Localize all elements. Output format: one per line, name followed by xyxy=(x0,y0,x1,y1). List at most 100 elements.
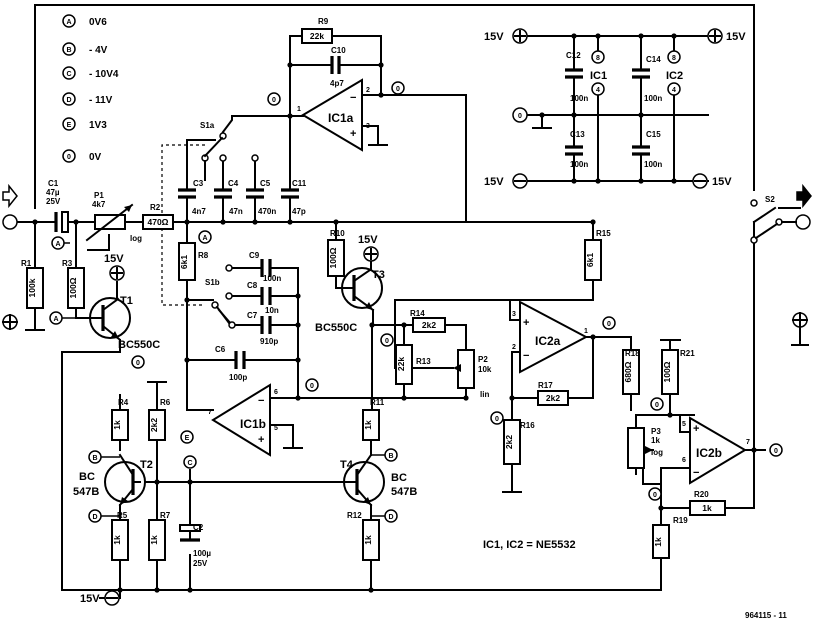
node-c: C xyxy=(183,455,197,469)
node-label: 0 xyxy=(385,338,389,345)
transistor-type: BC550C xyxy=(315,322,357,334)
node-label: C xyxy=(187,460,192,467)
opamp-minus: − xyxy=(350,92,356,104)
switch-s2: S2 xyxy=(750,195,797,244)
legend-node: E xyxy=(67,122,72,129)
legend-voltage: - 10V4 xyxy=(89,69,119,80)
node-label: A xyxy=(202,235,207,242)
resistor-ref: R8 xyxy=(198,251,209,260)
capacitor-c1: C1 47µ 25V xyxy=(46,179,71,233)
resistor-value: 470Ω xyxy=(148,217,169,227)
capacitor-value: 10n xyxy=(265,306,279,315)
output-connector xyxy=(791,183,812,346)
capacitor-value: 100n xyxy=(263,274,281,283)
capacitor-ref: C7 xyxy=(247,311,258,320)
rail-label: 15V xyxy=(358,234,378,246)
pot-taper: log xyxy=(651,448,663,457)
transistor-t1: T1 BC550C xyxy=(89,295,160,351)
node-b-t4: B xyxy=(371,448,398,462)
node-label: 0 xyxy=(272,97,276,104)
pot-value: 4k7 xyxy=(92,200,106,209)
node-d-r12: D xyxy=(371,509,398,523)
resistor-ref: R19 xyxy=(673,516,688,525)
capacitor-voltage: 25V xyxy=(46,197,61,206)
resistor-ref: R11 xyxy=(370,398,385,407)
node-a-t1: A xyxy=(49,311,76,325)
capacitor-c3: C3 4n7 xyxy=(178,179,206,216)
opamp-label: IC2a xyxy=(535,334,561,348)
figure-code: 964115 - 11 xyxy=(745,611,787,620)
transistor-ref: T2 xyxy=(140,459,153,471)
resistor-value: 680Ω xyxy=(623,361,633,382)
resistor-r15: 6k1 R15 xyxy=(584,229,611,281)
switch-label: S2 xyxy=(765,195,775,204)
resistor-r7: 1k R7 xyxy=(148,511,171,561)
resistor-ref: R2 xyxy=(150,203,161,212)
resistor-ref: R1 xyxy=(21,259,32,268)
supply-section: 15V 15V 0 15V 15V C12 100n C13 100n C14 … xyxy=(484,28,746,189)
pin-number: 7 xyxy=(208,409,212,416)
resistor-value: 6k1 xyxy=(179,255,189,269)
node-label: 0 xyxy=(653,492,657,499)
supply-neg-label: 15V xyxy=(712,176,732,188)
capacitor-value: 100n xyxy=(570,94,588,103)
transistor-type: 547B xyxy=(391,486,417,498)
potentiometer-p3: P3 1k log xyxy=(627,427,663,475)
node-label: A xyxy=(55,241,60,248)
resistor-r21: 100Ω R21 xyxy=(660,339,695,395)
node-a-r1: A xyxy=(51,236,70,250)
legend-voltage: - 11V xyxy=(89,95,113,106)
opamp-ic1a: IC1a − + 1 2 3 xyxy=(297,78,370,152)
resistor-value: 100k xyxy=(27,278,37,297)
resistor-r20: 1k R20 xyxy=(689,490,726,516)
opamp-plus: + xyxy=(693,423,699,435)
capacitor-ref: C12 xyxy=(566,51,581,60)
potentiometer-p1: P1 4k7 log xyxy=(85,191,142,243)
ground-symbols xyxy=(25,127,552,449)
resistor-ref: R14 xyxy=(410,309,425,318)
resistor-value: 100Ω xyxy=(662,361,672,382)
transistor-t4: T4 BC 547B xyxy=(340,453,417,507)
resistor-value: 2k2 xyxy=(546,393,560,403)
node-label: D xyxy=(388,514,393,521)
opamp-label: IC1b xyxy=(240,417,266,431)
opamp-minus: − xyxy=(523,350,529,362)
node-zero-r13: 0 xyxy=(380,333,394,347)
legend-node: A xyxy=(66,19,71,26)
node-label: 0 xyxy=(607,321,611,328)
capacitor-value: 470n xyxy=(258,207,276,216)
capacitor-c6: C6 100p xyxy=(215,345,251,382)
resistor-r18: 680Ω R18 xyxy=(622,349,640,395)
resistor-ref: R12 xyxy=(347,511,362,520)
pin-number: 8 xyxy=(596,55,600,62)
switch-s1b: S1b xyxy=(205,264,236,329)
node-zero-ic2b-out: 0 xyxy=(769,443,783,457)
rail-plus-t1: 15V xyxy=(104,253,125,281)
capacitor-ref: C13 xyxy=(570,130,585,139)
resistor-value: 1k xyxy=(112,420,122,430)
resistor-value: 22k xyxy=(310,31,324,41)
legend-row-a: A 0V6 xyxy=(62,14,107,28)
resistor-ref: R4 xyxy=(118,398,129,407)
pot-ref: P2 xyxy=(478,355,488,364)
node-zero-ic1b: 0 xyxy=(305,378,319,392)
legend-voltage: 0V6 xyxy=(89,17,107,28)
output-arrow-icon xyxy=(796,183,812,209)
pin-number: 4 xyxy=(596,87,600,94)
node-label: 0 xyxy=(396,86,400,93)
pin-number: 3 xyxy=(366,123,370,130)
pot-ref: P3 xyxy=(651,427,661,436)
transistor-type: BC550C xyxy=(118,339,160,351)
opamp-ic2b: IC2b + − 5 6 7 xyxy=(682,416,750,485)
rail-label: 15V xyxy=(80,593,100,605)
resistor-value: 6k1 xyxy=(585,253,595,267)
capacitor-c8: C8 10n xyxy=(247,281,284,315)
capacitor-ref: C4 xyxy=(228,179,239,188)
capacitor-value: 910p xyxy=(260,337,278,346)
resistor-r17: 2k2 R17 xyxy=(537,381,569,406)
node-b-t2: B xyxy=(88,450,120,464)
potentiometer-p2: P2 10k lin xyxy=(453,349,492,399)
opamp-ic1b: IC1b − + 7 6 5 xyxy=(208,383,278,457)
